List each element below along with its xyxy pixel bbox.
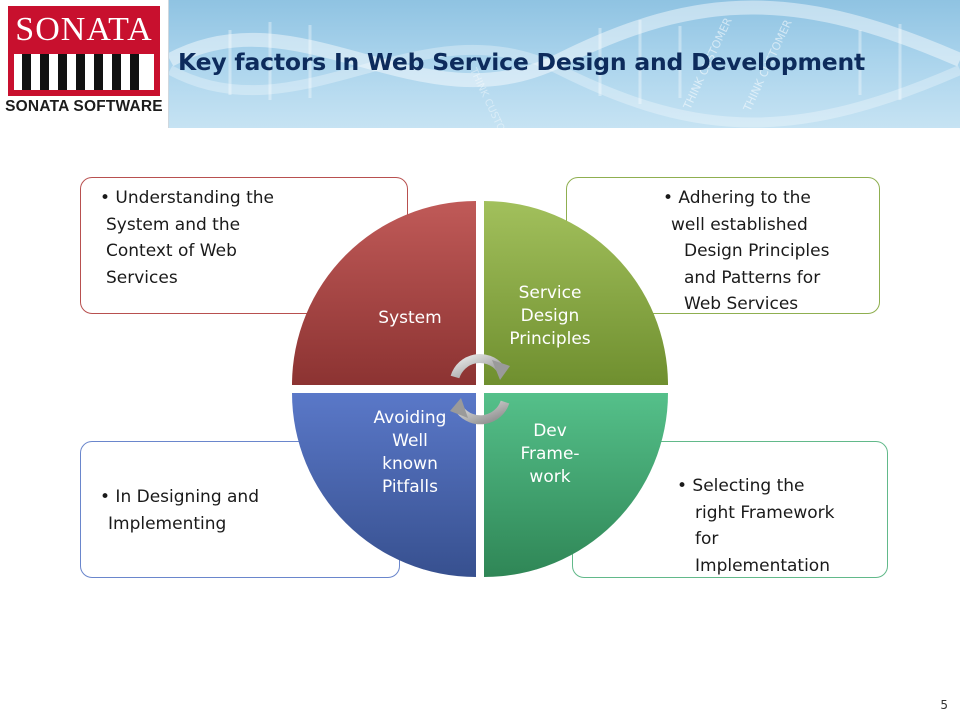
label-line: Service <box>518 283 582 303</box>
note-line: Implementing <box>108 513 227 534</box>
page-number: 5 <box>940 698 948 712</box>
label-line: Well <box>392 431 428 451</box>
note-line: and Patterns for <box>684 267 821 288</box>
quadrant-label-service-design: Service Design Principles <box>495 282 605 351</box>
slide-title: Key factors In Web Service Design and De… <box>178 48 866 76</box>
piano-keys-icon <box>14 54 154 90</box>
note-line: Services <box>106 267 178 288</box>
quadrant-system <box>292 201 476 385</box>
label-line: Pitfalls <box>382 477 438 497</box>
logo-badge: SONATA <box>8 6 160 96</box>
label-line: Dev <box>533 421 567 441</box>
label-line: Frame- <box>520 444 580 464</box>
label-line: work <box>529 467 571 487</box>
note-line: Design Principles <box>684 241 830 261</box>
label-line: Avoiding <box>373 408 447 428</box>
note-line: well established <box>671 214 808 235</box>
quadrant-label-avoiding-pitfalls: Avoiding Well known Pitfalls <box>355 407 465 499</box>
label-line: known <box>382 454 438 474</box>
cycle-arrows-icon <box>450 354 510 425</box>
note-line: • Understanding the <box>100 188 274 208</box>
note-line: for <box>695 529 719 549</box>
note-line: Context of Web <box>106 241 237 261</box>
note-line: System and the <box>106 214 241 235</box>
note-text-dev-framework: • Selecting the right Framework for Impl… <box>677 473 835 579</box>
label-line: Principles <box>509 329 591 349</box>
quadrant-service-design <box>484 201 668 385</box>
note-line: • Selecting the <box>677 476 805 496</box>
quadrant-avoiding-pitfalls <box>292 393 476 577</box>
header-banner: THINK CUSTOMER THINK CUSTOMER THINK CUST… <box>0 0 960 128</box>
note-line: • Adhering to the <box>663 188 811 208</box>
company-logo: SONATA SONATA SOFTWARE <box>0 0 169 128</box>
quadrant-label-system: System <box>378 308 442 328</box>
note-line: right Framework <box>695 502 835 523</box>
dna-helix-background: THINK CUSTOMER THINK CUSTOMER THINK CUST… <box>166 0 960 128</box>
logo-subtitle: SONATA SOFTWARE <box>5 98 163 115</box>
quadrant-label-dev-framework: Dev Frame- work <box>495 420 605 489</box>
note-text-avoiding-pitfalls: • In Designing and Implementing <box>100 484 259 537</box>
note-text-service-design: • Adhering to the well established Desig… <box>663 185 829 318</box>
quadrant-dev-framework <box>484 393 668 577</box>
note-line: Web Services <box>684 294 799 314</box>
label-line: Design <box>520 306 580 326</box>
logo-text: SONATA <box>15 11 153 48</box>
note-line: Implementation <box>695 555 830 576</box>
note-line: • In Designing and <box>100 487 259 507</box>
note-text-system: • Understanding the System and the Conte… <box>100 185 274 291</box>
